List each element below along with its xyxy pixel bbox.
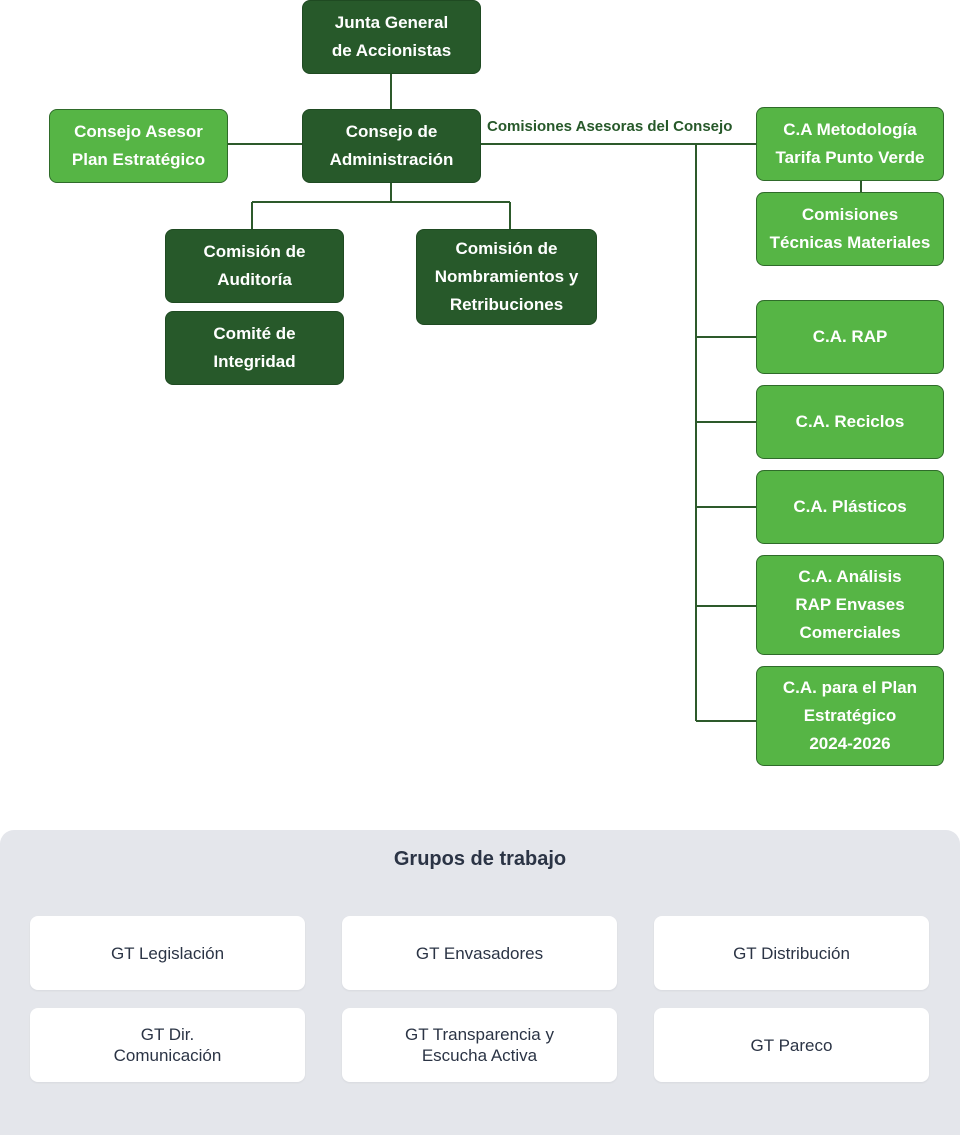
label-ca-plasticos: C.A. Plásticos: [793, 497, 907, 516]
label-consejo-administracion: Consejo de Administración: [329, 122, 454, 169]
box-ca-plan-estrategico: C.A. para el Plan Estratégico 2024-2026: [756, 666, 944, 766]
connector-lines: [227, 73, 862, 722]
gt-dir-comunicacion: GT Dir. Comunicación: [30, 1008, 305, 1082]
gt-envasadores: GT Envasadores: [342, 916, 617, 990]
label-ca-plan-estrategico: C.A. para el Plan Estratégico 2024-2026: [782, 678, 918, 753]
label-ca-rap: C.A. RAP: [812, 327, 888, 346]
box-ca-metodologia: C.A Metodología Tarifa Punto Verde: [756, 107, 944, 181]
label-comisiones-asesoras: Comisiones Asesoras del Consejo: [487, 118, 733, 135]
box-comision-auditoria: Comisión de Auditoría: [165, 229, 344, 303]
gt-legislacion: GT Legislación: [30, 916, 305, 990]
box-comisiones-tecnicas: Comisiones Técnicas Materiales: [756, 192, 944, 266]
label-junta-general: Junta General de Accionistas: [331, 13, 452, 60]
label-ca-reciclos: C.A. Reciclos: [795, 412, 905, 431]
box-comite-integridad: Comité de Integridad: [165, 311, 344, 385]
box-ca-rap: C.A. RAP: [756, 300, 944, 374]
gt-distribucion: GT Distribución: [654, 916, 929, 990]
grupos-title: Grupos de trabajo: [393, 848, 567, 870]
label-comisiones-tecnicas: Comisiones Técnicas Materiales: [769, 205, 931, 252]
box-ca-plasticos: C.A. Plásticos: [756, 470, 944, 544]
label-ca-analisis: C.A. Análisis RAP Envases Comerciales: [795, 567, 905, 642]
box-consejo-administracion: Consejo de Administración: [302, 109, 481, 183]
box-ca-analisis: C.A. Análisis RAP Envases Comerciales: [756, 555, 944, 655]
gt-pareco: GT Pareco: [654, 1008, 929, 1082]
box-ca-reciclos: C.A. Reciclos: [756, 385, 944, 459]
box-comision-nombramientos: Comisión de Nombramientos y Retribucione…: [416, 229, 597, 325]
label-ca-metodologia: C.A Metodología Tarifa Punto Verde: [775, 120, 925, 167]
box-consejo-asesor: Consejo Asesor Plan Estratégico: [49, 109, 228, 183]
label-comision-nombramientos: Comisión de Nombramientos y Retribucione…: [434, 239, 579, 314]
gt-transparencia: GT Transparencia y Escucha Activa: [342, 1008, 617, 1082]
box-junta-general: Junta General de Accionistas: [302, 0, 481, 74]
label-comite-integridad: Comité de Integridad: [213, 324, 296, 371]
label-consejo-asesor: Consejo Asesor Plan Estratégico: [71, 122, 206, 169]
label-comision-auditoria: Comisión de Auditoría: [203, 242, 306, 289]
grupos-de-trabajo-panel: Grupos de trabajo GT Legislación GT Enva…: [0, 830, 960, 1135]
